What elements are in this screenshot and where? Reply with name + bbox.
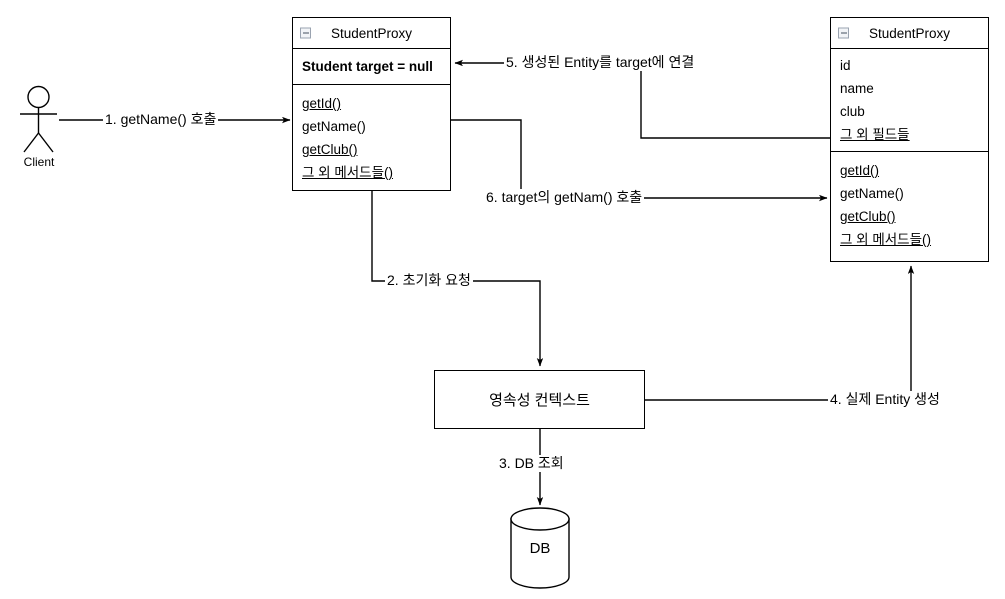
entity-class-fields: id name club 그 외 필드들 (831, 49, 988, 151)
proxy-class-title: StudentProxy (330, 25, 413, 41)
proxy-method-3-text: 그 외 메서드들() (302, 165, 394, 180)
edge-6-path (451, 119, 828, 202)
edge-label-5: 5. 생성된 Entity를 target에 연결 (504, 54, 697, 71)
proxy-class-methods: getId() getName() getClub() 그 외 메서드들() (293, 84, 450, 190)
proxy-method-0: getId() (293, 92, 450, 115)
edge-label-6: 6. target의 getNam() 호출 (484, 189, 645, 206)
entity-class-title-bar: StudentProxy (831, 18, 988, 49)
proxy-method-1: getName() (302, 119, 366, 134)
edge-label-1: 1. getName() 호출 (103, 111, 219, 128)
proxy-class-fields: Student target = null (293, 49, 450, 84)
edge-label-2: 2. 초기화 요청 (385, 272, 473, 289)
entity-method-0-text: getId() (840, 163, 880, 178)
entity-class-box[interactable]: StudentProxy id name club 그 외 필드들 getId(… (830, 17, 989, 262)
entity-class-methods: getId() getName() getClub() 그 외 메서드들() (831, 151, 988, 256)
entity-field-2: club (840, 104, 865, 119)
entity-field-3-text: 그 외 필드들 (840, 127, 910, 142)
collapse-minus-icon[interactable] (300, 27, 311, 39)
proxy-method-2-text: getClub() (302, 142, 358, 157)
persistence-context-label: 영속성 컨텍스트 (489, 392, 590, 409)
edge-label-4: 4. 실제 Entity 생성 (828, 391, 942, 408)
entity-field-3: 그 외 필드들 (831, 123, 988, 146)
client-actor-label: Client (23, 155, 55, 169)
entity-method-3-text: 그 외 메서드들() (840, 232, 932, 247)
proxy-method-2: getClub() (293, 138, 450, 161)
proxy-class-box[interactable]: StudentProxy Student target = null getId… (292, 17, 451, 191)
entity-method-2-text: getClub() (840, 209, 896, 224)
persistence-context-box[interactable]: 영속성 컨텍스트 (434, 370, 645, 429)
entity-method-2: getClub() (831, 205, 988, 228)
proxy-method-3: 그 외 메서드들() (293, 161, 450, 184)
entity-class-title: StudentProxy (868, 25, 951, 41)
entity-method-0: getId() (831, 159, 988, 182)
proxy-class-title-bar: StudentProxy (293, 18, 450, 49)
entity-method-3: 그 외 메서드들() (831, 228, 988, 251)
client-actor-figure (20, 85, 57, 153)
entity-field-1: name (840, 81, 874, 96)
collapse-minus-icon[interactable] (838, 27, 849, 39)
edge-4-path (645, 265, 915, 401)
entity-method-1: getName() (840, 186, 904, 201)
proxy-method-0-text: getId() (302, 96, 342, 111)
edge-5-path (454, 59, 830, 139)
edge-label-3: 3. DB 조회 (497, 455, 566, 472)
proxy-field-0: Student target = null (302, 59, 433, 74)
entity-field-0: id (840, 58, 851, 73)
database-label: DB (529, 540, 551, 557)
